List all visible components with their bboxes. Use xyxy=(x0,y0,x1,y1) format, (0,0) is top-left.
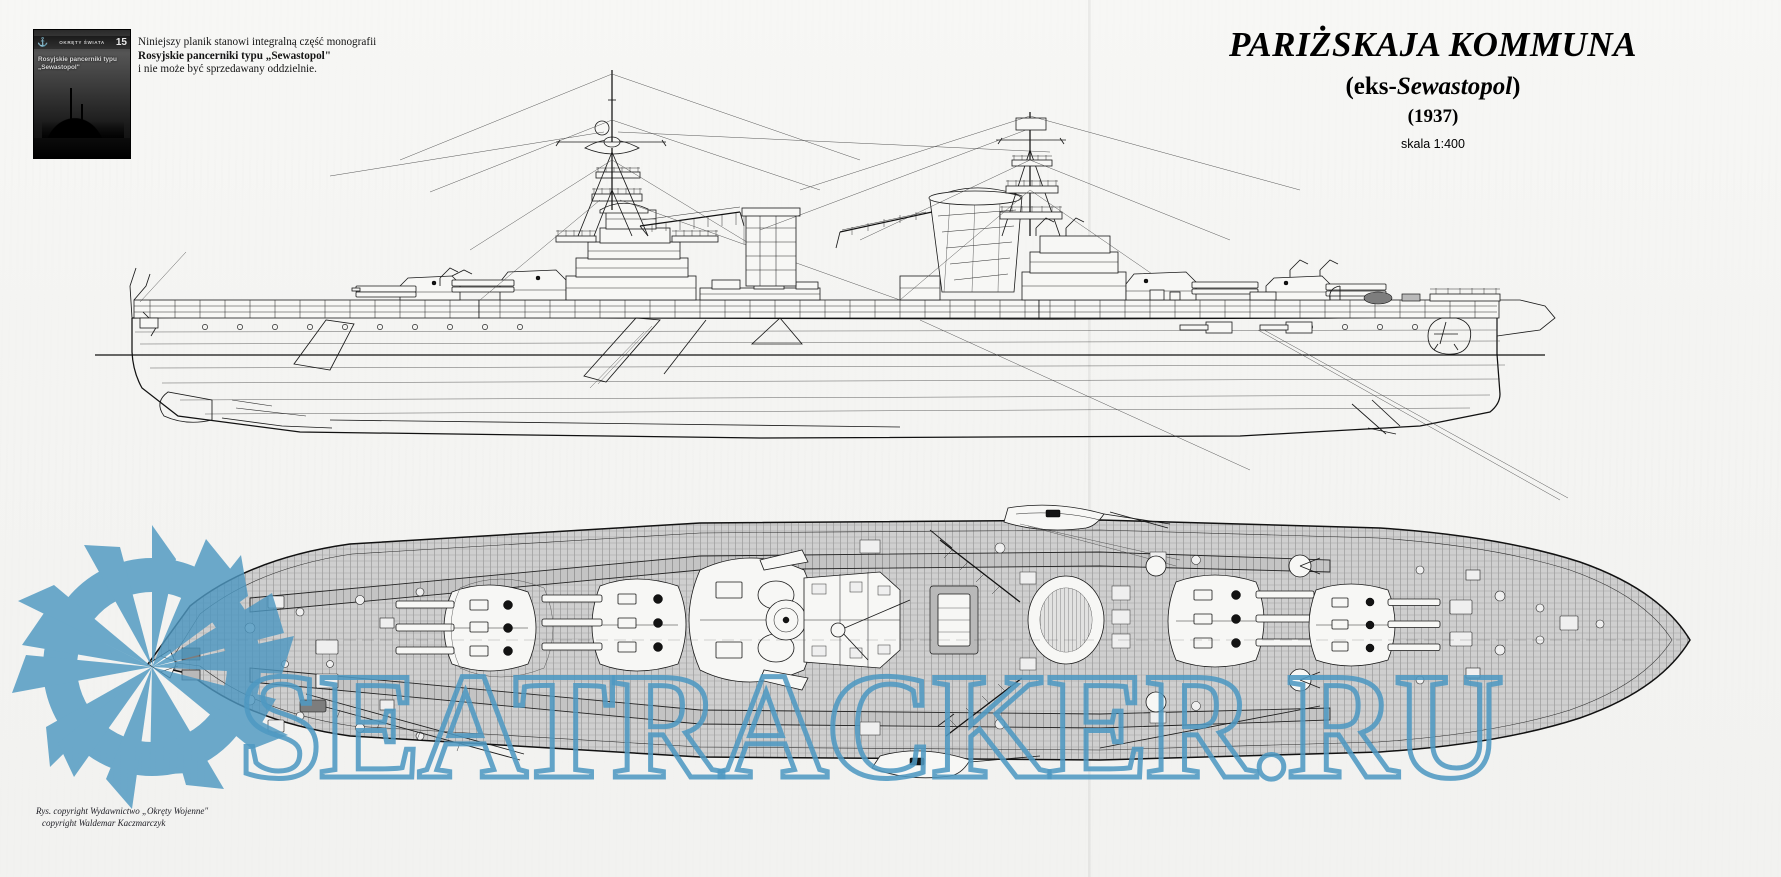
book-cover-thumbnail: ⚓ OKRĘTY ŚWIATA 15 Rosyjskie pancerniki … xyxy=(33,29,131,159)
plan-view-deck xyxy=(146,504,1691,779)
cover-header-bar: ⚓ OKRĘTY ŚWIATA 15 xyxy=(34,36,130,49)
turret-3-side xyxy=(1125,271,1259,301)
notice-line-3: i nie może być sprzedawany oddzielnie. xyxy=(138,63,317,76)
turret-2-plan xyxy=(541,578,687,672)
cover-mast xyxy=(70,88,72,122)
turret-4-side xyxy=(1265,275,1387,301)
quarterdeck xyxy=(249,667,1331,729)
scale-label: skala 1:400 xyxy=(1401,137,1465,151)
year-label: (1937) xyxy=(1407,106,1459,127)
turret-2-side xyxy=(451,269,567,301)
cover-mast-secondary xyxy=(81,104,83,128)
cover-title: Rosyjskie pancerniki typu „Sewastopol" xyxy=(38,56,117,71)
anchor-icon: ⚓ xyxy=(37,37,49,47)
stern-deck-fittings xyxy=(1415,565,1605,685)
notice-line-1: Niniejszy planik stanowi integralną częś… xyxy=(138,36,377,48)
credit-line-1: Rys. copyright Wydawnictwo „Okręty Wojen… xyxy=(36,806,209,816)
bridge-structure-plan xyxy=(688,549,901,691)
ship-name-title: PARIŻSKAJA KOMMUNA xyxy=(1228,25,1638,64)
forward-superstructure xyxy=(329,70,1051,301)
turret-1-plan xyxy=(395,578,554,678)
funnel-uptakes-plan xyxy=(859,539,1201,736)
ships-boats-plan xyxy=(871,504,1181,779)
copyright-notice: Niniejszy planik stanowi integralną częś… xyxy=(138,36,478,77)
cover-issue-number: 15 xyxy=(115,36,127,48)
cover-waterline xyxy=(34,138,130,158)
credit-line-2: copyright Waldemar Kaczmarczyk xyxy=(42,817,166,828)
credit-block: Rys. copyright Wydawnictwo „Okręty Wojen… xyxy=(36,806,208,829)
midship-deckhouses xyxy=(699,207,941,301)
turret-1-side xyxy=(351,269,473,301)
paper-fold-line xyxy=(1088,0,1090,877)
side-elevation-view xyxy=(95,70,1569,501)
main-deck-band xyxy=(478,299,1500,319)
aft-superstructure xyxy=(759,112,1301,301)
turret-4-plan xyxy=(1308,583,1441,667)
cover-series-label: OKRĘTY ŚWIATA xyxy=(59,40,105,45)
former-name: Sewastopol xyxy=(1396,73,1513,100)
former-name-suffix: ) xyxy=(1512,73,1521,100)
casemate-guns-side xyxy=(293,285,1569,501)
aa-gun-mounts-side xyxy=(439,217,1339,286)
accommodation-booms xyxy=(299,599,1321,761)
former-name-prefix: (eks- xyxy=(1345,73,1397,100)
former-name-line: (eks-Sewastopol) xyxy=(1153,70,1713,104)
notice-line-2: Rosyjskie pancerniki typu „Sewastopol" xyxy=(138,49,332,62)
turret-3-plan xyxy=(1167,574,1315,668)
title-block: PARIŻSKAJA KOMMUNA (eks-Sewastopol) (193… xyxy=(1153,24,1713,154)
aa-mounts-plan xyxy=(1145,554,1321,713)
